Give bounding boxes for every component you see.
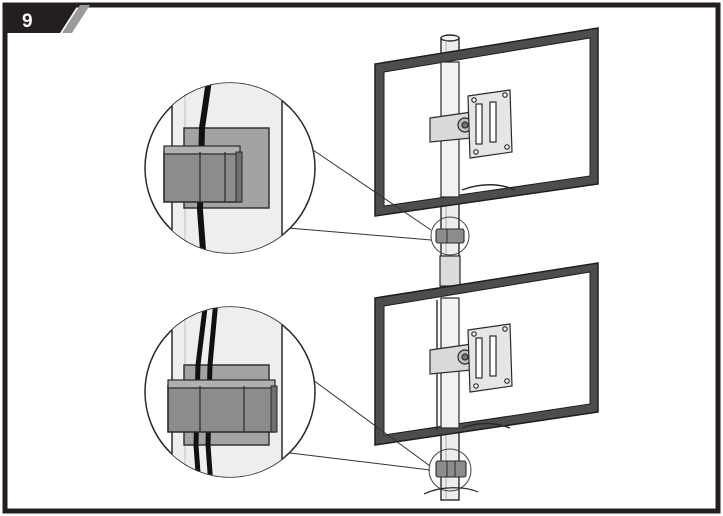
top-cable-clip-zoom xyxy=(163,151,241,203)
top-vesa-plate xyxy=(467,89,513,159)
bottom-vesa-plate xyxy=(467,323,513,393)
bottom-tilt-bracket xyxy=(429,343,473,375)
bottom-cable-clip-zoom xyxy=(167,385,276,433)
bottom-monitor xyxy=(374,262,599,446)
top-monitor xyxy=(374,27,599,217)
pole-sleeve xyxy=(439,255,461,287)
bottom-zoom-detail xyxy=(144,306,316,478)
step-badge: 9 xyxy=(5,5,90,33)
top-tilt-bracket xyxy=(429,111,473,143)
step-number: 9 xyxy=(22,11,33,32)
top-zoom-detail xyxy=(144,82,316,254)
top-cable-clip-small xyxy=(435,228,465,244)
callout-lines xyxy=(287,149,432,471)
top-clip-detail-circle xyxy=(430,216,470,256)
bottom-cable-clip-small xyxy=(435,460,467,478)
